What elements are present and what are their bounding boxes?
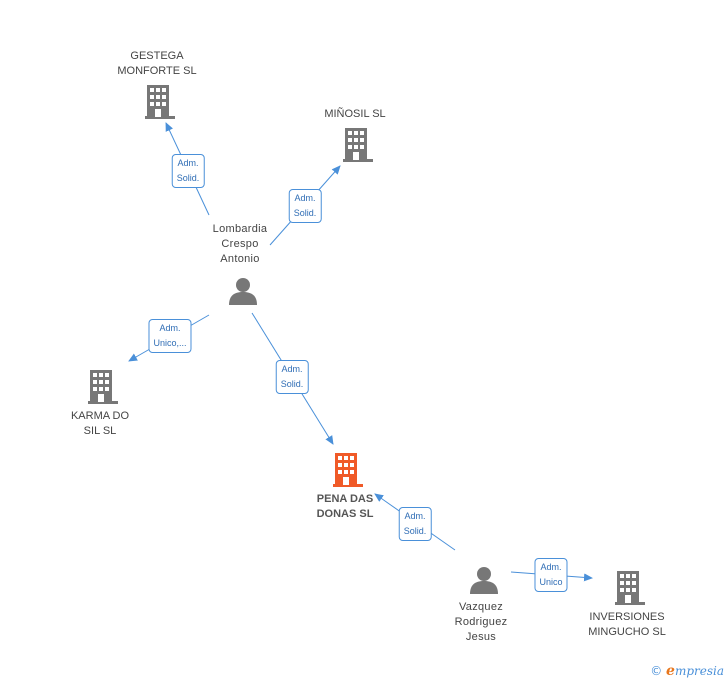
edge-label-lombardia-karma[interactable]: Adm. Unico,... [148,319,192,353]
building-icon-pena[interactable] [333,453,363,487]
edge-label-line: Solid. [176,173,200,183]
node-label-line: MIÑOSIL SL [324,108,386,120]
edge-label-line: Unico,... [153,338,187,348]
node-label-line: Antonio [220,253,260,265]
node-label-line: KARMA DO [70,410,130,422]
edge-label-line: Solid. [293,208,317,218]
edge-label-lombardia-pena[interactable]: Adm. Solid. [275,360,309,394]
edge-label-line: Adm. [404,511,426,521]
edge-label-vazquez-inversiones[interactable]: Adm. Unico [534,558,568,592]
node-label-line: GESTEGA [130,50,184,62]
edge-label-line: Adm. [159,323,181,333]
node-label-line: SIL SL [83,425,117,437]
person-icon-lombardia[interactable] [228,277,258,305]
edge-label-line: Solid. [403,526,427,536]
node-label-minosil[interactable]: MIÑOSIL SL [324,107,385,122]
empresia-watermark[interactable]: © empresia [650,663,724,679]
node-label-line: Rodriguez [454,616,508,628]
node-label-line: MONFORTE SL [117,65,197,77]
node-label-line: PENA DAS [316,493,374,505]
node-label-line: Lombardia [212,223,268,235]
node-label-line: MINGUCHO SL [588,626,666,638]
edge-label-line: Solid. [280,379,304,389]
building-icon-gestega[interactable] [145,85,175,119]
node-label-line: DONAS SL [316,508,374,520]
edge-label-line: Adm. [294,193,316,203]
person-icon-vazquez[interactable] [469,566,499,594]
edge-label-vazquez-pena[interactable]: Adm. Solid. [398,507,432,541]
node-label-line: Vazquez [458,601,504,613]
brand-name: mpresia [674,664,724,678]
node-label-line: Jesus [465,631,497,643]
node-label-line: Crespo [221,238,259,250]
building-icon-minosil[interactable] [343,128,373,162]
building-icon-inversiones[interactable] [615,571,645,605]
node-label-gestega[interactable]: GESTEGA MONFORTE SL [117,49,196,79]
building-icon-karma[interactable] [88,370,118,404]
node-label-karma[interactable]: KARMA DO SIL SL [71,409,129,439]
brand-initial: e [666,663,675,679]
node-label-line: INVERSIONES [589,611,665,623]
edge-label-line: Adm. [540,562,562,572]
node-label-vazquez[interactable]: Vazquez Rodriguez Jesus [455,600,508,645]
edge-label-lombardia-gestega[interactable]: Adm. Solid. [171,154,205,188]
node-label-lombardia[interactable]: Lombardia Crespo Antonio [213,222,268,267]
edge-label-line: Unico [539,577,563,587]
node-label-inversiones[interactable]: INVERSIONES MINGUCHO SL [588,610,666,640]
edge-label-line: Adm. [177,158,199,168]
edge-label-lombardia-minosil[interactable]: Adm. Solid. [288,189,322,223]
edge-label-line: Adm. [281,364,303,374]
node-label-pena[interactable]: PENA DAS DONAS SL [317,492,374,522]
copyright-icon: © [650,664,663,678]
